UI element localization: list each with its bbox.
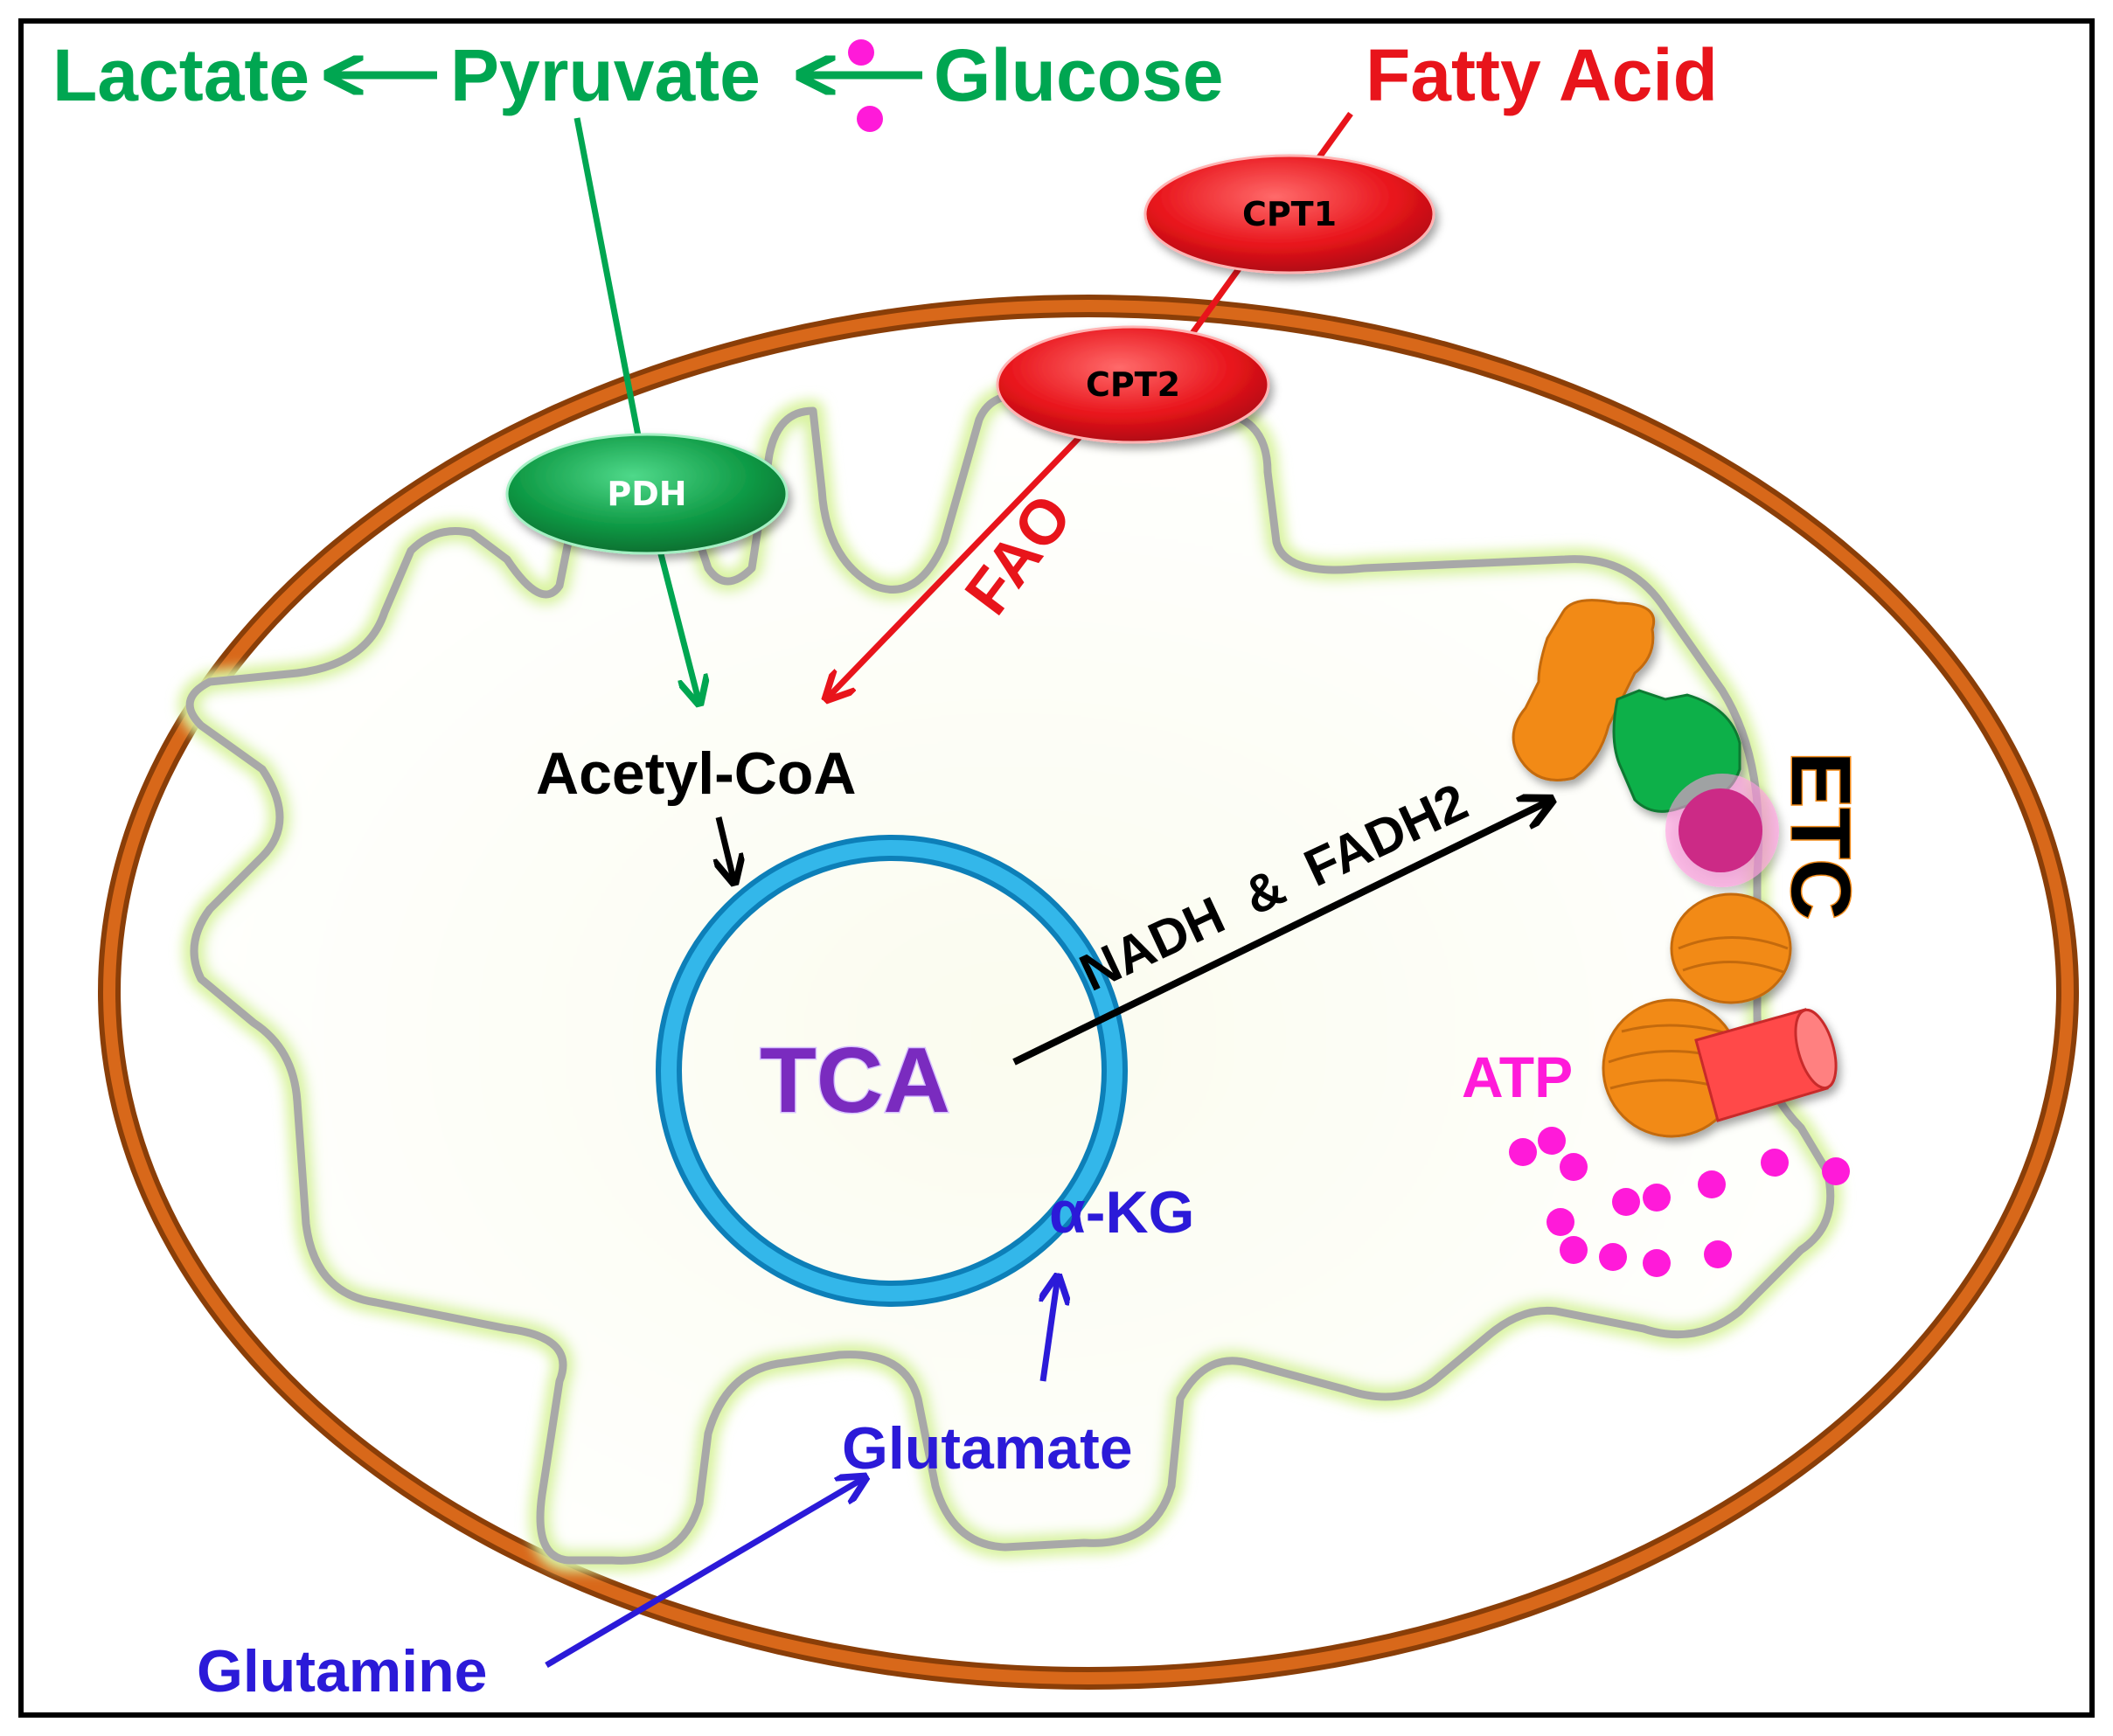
tca-cycle-ring-highlight <box>661 840 1123 1302</box>
akg-label: α-KG <box>1049 1179 1194 1246</box>
pyruvate-label: Pyruvate <box>450 34 761 116</box>
nadh-fadh2-arrow <box>1012 800 1552 1066</box>
pdh-label: PDH <box>607 475 686 513</box>
glutamine-to-glutamate-arrow <box>545 1477 865 1669</box>
lactate-label: Lactate <box>52 34 309 116</box>
glucose-dot <box>857 106 883 132</box>
glutamate-label: Glutamate <box>842 1415 1133 1482</box>
outer-membrane-highlight <box>103 300 2074 1684</box>
acetylcoa-to-tca-arrow <box>719 816 734 883</box>
inner-membrane <box>178 384 1842 1573</box>
pdh-to-acetylcoa-arrow <box>657 550 699 704</box>
glutamate-to-akg-arrow <box>1043 1276 1058 1382</box>
etc-complex-i <box>1512 599 1655 781</box>
acetyl-coa-label: Acetyl-CoA <box>536 740 857 807</box>
cpt2-label: CPT2 <box>1086 365 1180 404</box>
atp-molecules <box>1509 1127 1850 1277</box>
glutamine-label: Glutamine <box>197 1638 488 1705</box>
glucose-label: Glucose <box>934 34 1223 116</box>
tca-label: TCA <box>760 1029 950 1132</box>
cpt1-label: CPT1 <box>1242 195 1337 233</box>
atp-label: ATP <box>1462 1045 1573 1109</box>
fao-arrow <box>826 434 1082 699</box>
cpt1-enzyme <box>1143 154 1435 274</box>
cpt2-enzyme <box>996 325 1270 444</box>
etc-complex-iii <box>1679 788 1762 872</box>
fatty-acid-label: Fatty Acid <box>1366 34 1718 116</box>
etc-label: ETC <box>1774 752 1867 920</box>
glucose-dot <box>848 39 874 66</box>
etc-complexes <box>1512 599 1838 1138</box>
pdh-enzyme <box>505 433 789 555</box>
etc-complex-iv <box>1670 892 1792 1004</box>
pyruvate-import-line <box>573 117 649 473</box>
